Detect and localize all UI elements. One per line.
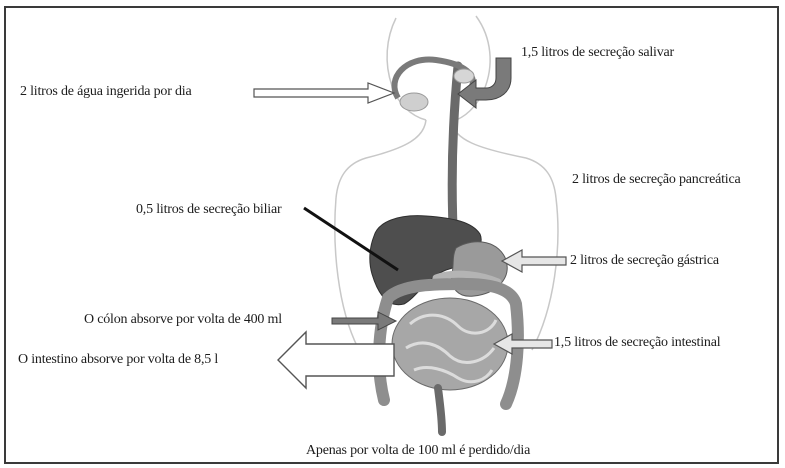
label-daily-loss: Apenas por volta de 100 ml é perdido/dia xyxy=(306,443,530,459)
label-water-intake: 2 litros de água ingerida por dia xyxy=(20,84,191,100)
label-salivary-secretion: 1,5 litros de secreção salivar xyxy=(521,45,674,61)
salivary-gland xyxy=(454,69,474,83)
label-pancreatic-secretion: 2 litros de secreção pancreática xyxy=(572,172,741,188)
label-gastric-secretion: 2 litros de secreção gástrica xyxy=(570,253,719,269)
label-intestinal-secretion: 1,5 litros de secreção intestinal xyxy=(554,335,720,351)
digestive-fluid-diagram: 1,5 litros de secreção salivar 2 litros … xyxy=(4,6,779,464)
arrow-left-icon xyxy=(502,250,566,272)
label-colon-absorption: O cólon absorve por volta de 400 ml xyxy=(84,312,282,328)
small-intestine xyxy=(392,298,508,390)
rectum xyxy=(438,388,442,432)
arrow-right-icon xyxy=(254,83,394,103)
salivary-gland xyxy=(400,93,428,111)
anatomy-illustration xyxy=(6,8,779,464)
label-bile-secretion: 0,5 litros de secreção biliar xyxy=(136,202,281,218)
label-intestine-absorption: O intestino absorve por volta de 8,5 l xyxy=(18,352,218,368)
